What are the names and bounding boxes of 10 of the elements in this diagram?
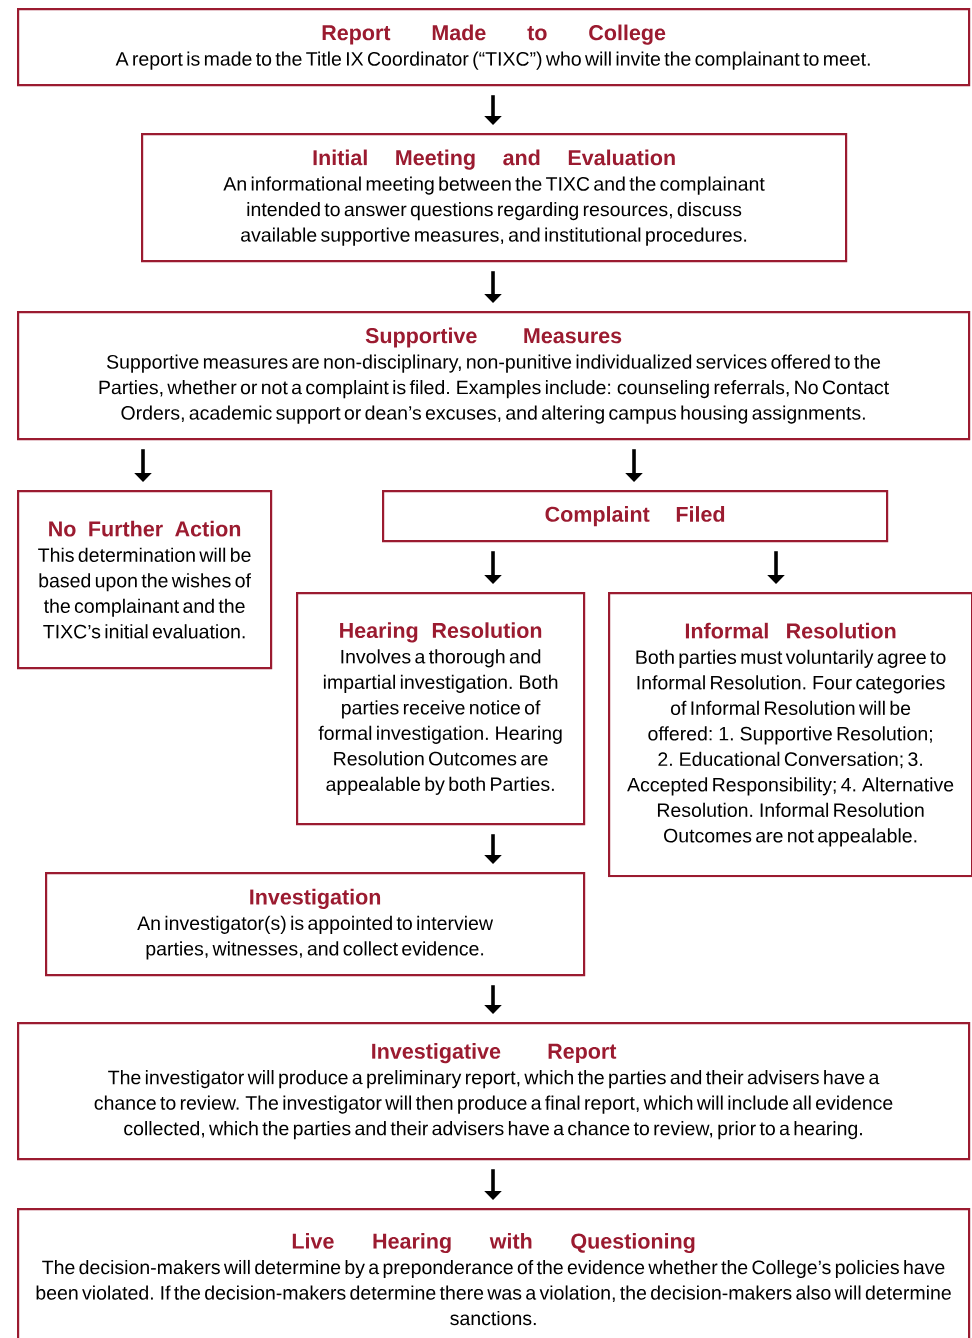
process-box: Complaint Filed <box>382 490 889 543</box>
process-box: Supportive Measures Supportive measures are non-disciplinary, non-punitive individualized services offered to the Parties, whether or not a complaint is filed. Examples include: counseling referrals, No Contact Orders, academic support or dean’s excuses, and altering campus housing assignments. <box>17 311 971 441</box>
process-box: Report Made to College A report is made to the Title IX Coordinator (“TIXC”) who will invite the complainant to meet. <box>17 8 971 87</box>
process-box: Informal Resolution Both parties must voluntarily agree to Informal Resolution. Four categories of Informal Resolution will be offered: 1. Supportive Resolution; 2. Educational Conversation; 3. Accepted Responsibility; 4. Alternative Resolution. Informal Resolution Outcomes are not appealable. <box>608 592 972 878</box>
process-box: Hearing Resolution Involves a thorough and impartial investigation. Both parties receive notice of formal investigation. Hearing Resolution Outcomes are appealable by both Parties. <box>296 592 586 826</box>
process-box: Initial Meeting and Evaluation An informational meeting between the TIXC and the complainant intended to answer questions regarding resources, discuss available supportive measures, and institutional procedures. <box>141 133 848 263</box>
process-box: Live Hearing with Questioning The decision-makers will determine by a preponderance of the evidence whether the College’s policies have been violated. If the decision-makers determine there was a violation, the decision-makers also will determine sanctions. <box>17 1208 971 1338</box>
process-box: Investigation An investigator(s) is appointed to interview parties, witnesses, and collect evidence. <box>45 872 586 977</box>
process-box: Investigative Report The investigator will produce a preliminary report, which the parties and their advisers have a chance to review. The investigator will then produce a final report, which will include all evidence collected, which the parties and their advisers have a chance to review, prior to a hearing. <box>17 1022 971 1161</box>
process-box: No Further Action This determination will be based upon the wishes of the complainant and the TIXC’s initial evaluation. <box>17 490 273 670</box>
